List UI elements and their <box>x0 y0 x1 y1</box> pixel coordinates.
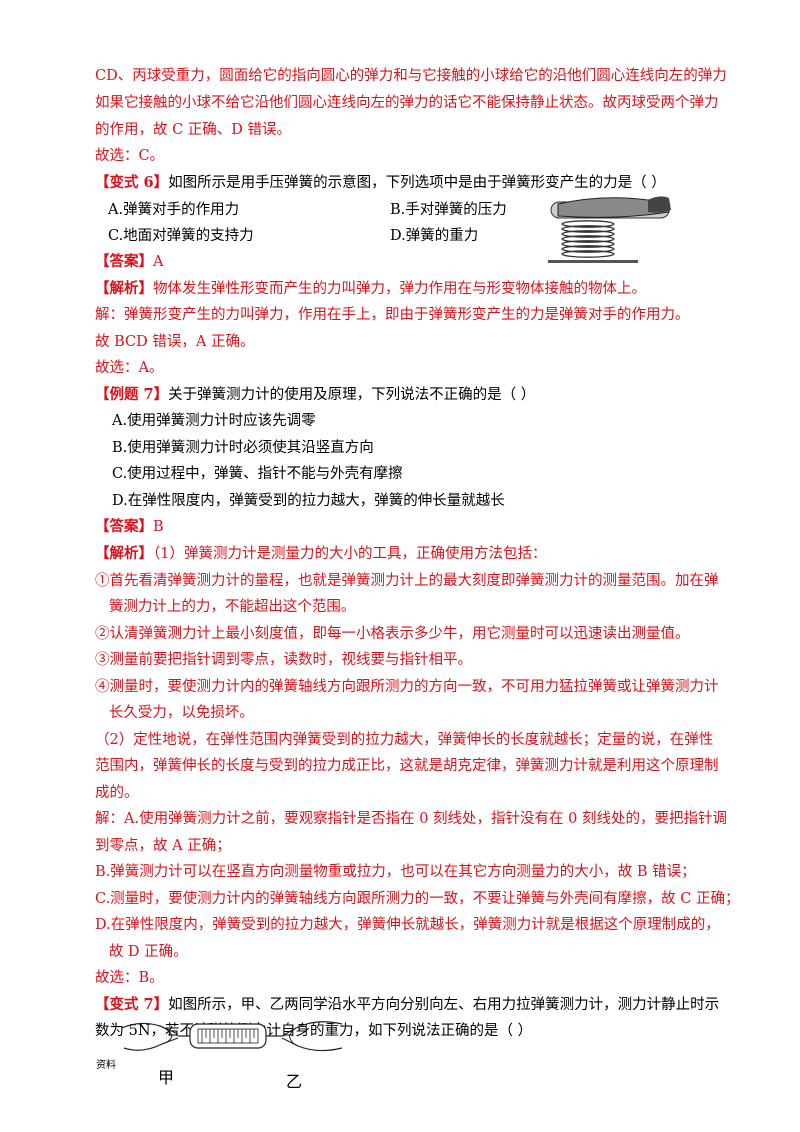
analysis-tag: 【解析】 <box>95 280 153 297</box>
example7-analysis: 【解析】（1）弹簧测力计是测量力的大小的工具，正确使用方法包括： <box>95 544 546 564</box>
example7-option-a: A.使用弹簧测力计时应该先调零 <box>112 413 316 429</box>
example7-option-b: B.使用弹簧测力计时必须使其沿竖直方向 <box>112 440 374 456</box>
example7-question-text: 关于弹簧测力计的使用及原理，下列说法不正确的是（ ） <box>168 387 536 403</box>
solution-line: B.弹簧测力计可以在竖直方向测量物重或拉力，也可以在其它方向测量力的大小，故 B… <box>95 864 696 880</box>
example7-option-c: C.使用过程中，弹簧、指针不能与外壳有摩擦 <box>112 466 403 482</box>
analysis-text: （1）弹簧测力计是测量力的大小的工具，正确使用方法包括： <box>153 546 547 562</box>
variant6-option-a: A.弹簧对手的作用力 <box>108 202 240 218</box>
solution-line: C.测量时，要使测力计内的弹簧轴线方向跟所测力的一致，不要让弹簧与外壳间有摩擦，… <box>95 891 740 907</box>
variant6-option-c: C.地面对弹簧的支持力 <box>108 228 254 244</box>
answer-tag: 【答案】 <box>95 253 153 270</box>
analysis-line: 范围内，弹簧伸长的长度与受到的拉力成正比，这就是胡克定律，弹簧测力计就是利用这个… <box>95 758 719 774</box>
figure-label-left: 甲 <box>158 1068 175 1087</box>
analysis-line: ③测量前要把指针调到零点，读数时，视线要与指针相平。 <box>95 652 472 668</box>
analysis-line: 成的。 <box>95 785 139 801</box>
answer-value: B <box>153 519 164 535</box>
variant6-option-d: D.弹簧的重力 <box>390 228 479 244</box>
variant6-tag: 【变式 6】 <box>95 174 169 191</box>
answer-value: A <box>153 254 164 270</box>
text-line: 如果它接触的小球不给它沿他们圆心连线向左的弹力的话它不能保持静止状态。故丙球受两… <box>95 95 719 111</box>
choose-line: 故选：B。 <box>95 970 164 986</box>
hand-spring-figure <box>548 196 671 263</box>
analysis-text: 物体发生弹性形变而产生的力叫弹力，弹力作用在与形变物体接触的物体上。 <box>153 281 646 297</box>
variant6-answer: 【答案】A <box>95 252 163 272</box>
solution-line: D.在弹性限度内，弹簧受到的拉力越大，弹簧伸长就越长，弹簧测力计就是根据这个原理… <box>95 917 720 933</box>
solution-line: 故 BCD 错误，A 正确。 <box>95 334 255 350</box>
variant6-question: 【变式 6】如图所示是用手压弹簧的示意图，下列选项中是由于弹簧形变产生的力是（ … <box>95 173 666 193</box>
solution-line: 到零点，故 A 正确； <box>95 838 231 854</box>
variant7-tag: 【变式 7】 <box>95 996 169 1013</box>
spring-scale-figure <box>121 1021 343 1052</box>
example7-answer: 【答案】B <box>95 517 164 537</box>
figure-side-text: 资料 <box>96 1060 116 1071</box>
example7-tag: 【例题 7】 <box>95 386 169 403</box>
text-line: 故选：C。 <box>95 148 165 164</box>
analysis-line: ④测量时，要使测力计内的弹簧轴线方向跟所测力的方向一致，不可用力猛拉弹簧或让弹簧… <box>95 679 719 695</box>
variant7-question: 【变式 7】如图所示，甲、乙两同学沿水平方向分别向左、右用力拉弹簧测力计，测力计… <box>95 995 719 1015</box>
analysis-line: （2）定性地说，在弹性范围内弹簧受到的拉力越大，弹簧伸长的长度就越长；定量的说，… <box>95 732 714 748</box>
solution-line: 解：弹簧形变产生的力叫弹力，作用在手上，即由于弹簧形变产生的力是弹簧对手的作用力… <box>95 307 690 323</box>
solution-line: 解：A.使用弹簧测力计之前，要观察指针是否指在 0 刻线处，指针没有在 0 刻线… <box>95 811 727 827</box>
text-line: 的作用，故 C 正确、D 错误。 <box>95 122 292 138</box>
answer-tag: 【答案】 <box>95 518 153 535</box>
analysis-tag: 【解析】 <box>95 545 153 562</box>
analysis-line: ②认清弹簧测力计上最小刻度值，即每一小格表示多少牛，用它测量时可以迅速读出测量值… <box>95 626 690 642</box>
figure-label-right: 乙 <box>286 1072 303 1091</box>
example7-question: 【例题 7】关于弹簧测力计的使用及原理，下列说法不正确的是（ ） <box>95 385 535 405</box>
variant6-option-b: B.手对弹簧的压力 <box>390 202 507 218</box>
solution-line: 故 D 正确。 <box>95 944 188 960</box>
analysis-line: ①首先看清弹簧测力计的量程，也就是弹簧测力计上的最大刻度即弹簧测力计的测量范围。… <box>95 573 719 589</box>
analysis-line: 长久受力，以免损坏。 <box>95 705 254 721</box>
analysis-line: 簧测力计上的力，不能超出这个范围。 <box>95 599 356 615</box>
variant6-question-text: 如图所示是用手压弹簧的示意图，下列选项中是由于弹簧形变产生的力是（ ） <box>168 175 666 191</box>
choose-line: 故选：A。 <box>95 360 164 376</box>
variant6-analysis: 【解析】物体发生弹性形变而产生的力叫弹力，弹力作用在与形变物体接触的物体上。 <box>95 279 646 299</box>
example7-option-d: D.在弹性限度内，弹簧受到的拉力越大，弹簧的伸长量就越长 <box>112 493 505 509</box>
text-line: CD、丙球受重力，圆面给它的指向圆心的弹力和与它接触的小球给它的沿他们圆心连线向… <box>95 68 727 84</box>
variant7-question-text: 如图所示，甲、乙两同学沿水平方向分别向左、右用力拉弹簧测力计，测力计静止时示 <box>168 997 720 1013</box>
